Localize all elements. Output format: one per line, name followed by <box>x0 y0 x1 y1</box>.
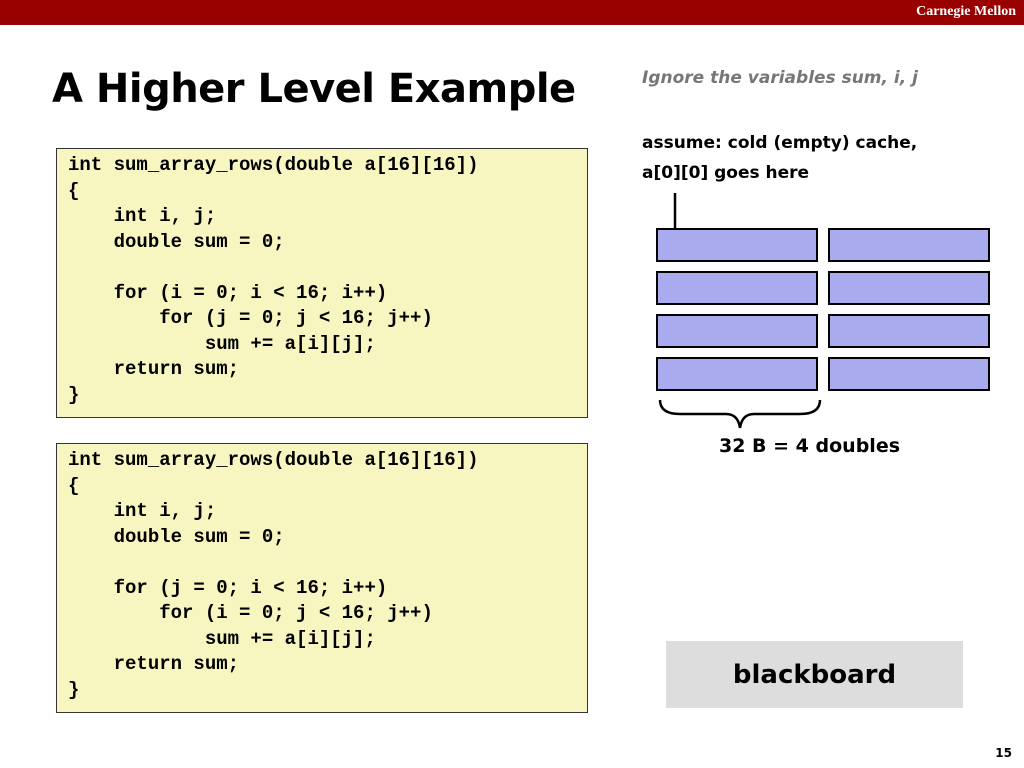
note-assume-line-2: a[0][0] goes here <box>642 163 810 183</box>
cache-line <box>656 357 818 391</box>
code-line: { <box>68 179 80 202</box>
code-line: int i, j; <box>68 205 217 227</box>
curly-brace-icon <box>658 399 822 429</box>
cache-line <box>656 314 818 348</box>
code-line: double sum = 0; <box>68 525 285 548</box>
page-number: 15 <box>995 746 1012 760</box>
code-line: for (i = 0; j < 16; j++) <box>68 602 433 624</box>
code-line: } <box>68 383 80 406</box>
code-line: int sum_array_rows(double a[16][16]) <box>68 449 479 471</box>
code-line: sum += a[i][j]; <box>68 332 376 355</box>
code-line: return sum; <box>68 358 240 380</box>
header-bar: Carnegie Mellon <box>0 0 1024 25</box>
cache-block-size-label: 32 B = 4 doubles <box>719 435 901 457</box>
code-block-row-major: int sum_array_rows(double a[16][16]) { i… <box>56 148 588 418</box>
code-line: for (i = 0; i < 16; i++) <box>68 281 388 304</box>
code-line: for (j = 0; j < 16; j++) <box>68 307 433 329</box>
cache-line <box>828 314 990 348</box>
cache-line <box>828 271 990 305</box>
cache-line <box>656 271 818 305</box>
code-line <box>68 550 587 576</box>
code-line: return sum; <box>68 653 240 675</box>
code-line: sum += a[i][j]; <box>68 627 376 650</box>
cache-grid <box>656 228 991 393</box>
code-block-column-major: int sum_array_rows(double a[16][16]) { i… <box>56 443 588 713</box>
code-line: int sum_array_rows(double a[16][16]) <box>68 154 479 176</box>
code-line: { <box>68 474 80 497</box>
note-assume-line-1: assume: cold (empty) cache, <box>642 133 918 153</box>
code-line: } <box>68 678 80 701</box>
note-ignore-variables: Ignore the variables sum, i, j <box>642 68 918 88</box>
code-line: for (j = 0; i < 16; i++) <box>68 576 388 599</box>
code-line: int i, j; <box>68 500 217 522</box>
slide-title: A Higher Level Example <box>52 66 576 112</box>
cache-line <box>828 228 990 262</box>
note-assume-cache: assume: cold (empty) cache, a[0][0] goes… <box>642 128 917 188</box>
brand-label: Carnegie Mellon <box>916 4 1016 19</box>
cache-line <box>656 228 818 262</box>
code-line: double sum = 0; <box>68 230 285 253</box>
code-line <box>68 255 587 281</box>
cache-line <box>828 357 990 391</box>
blackboard-box: blackboard <box>666 641 963 708</box>
